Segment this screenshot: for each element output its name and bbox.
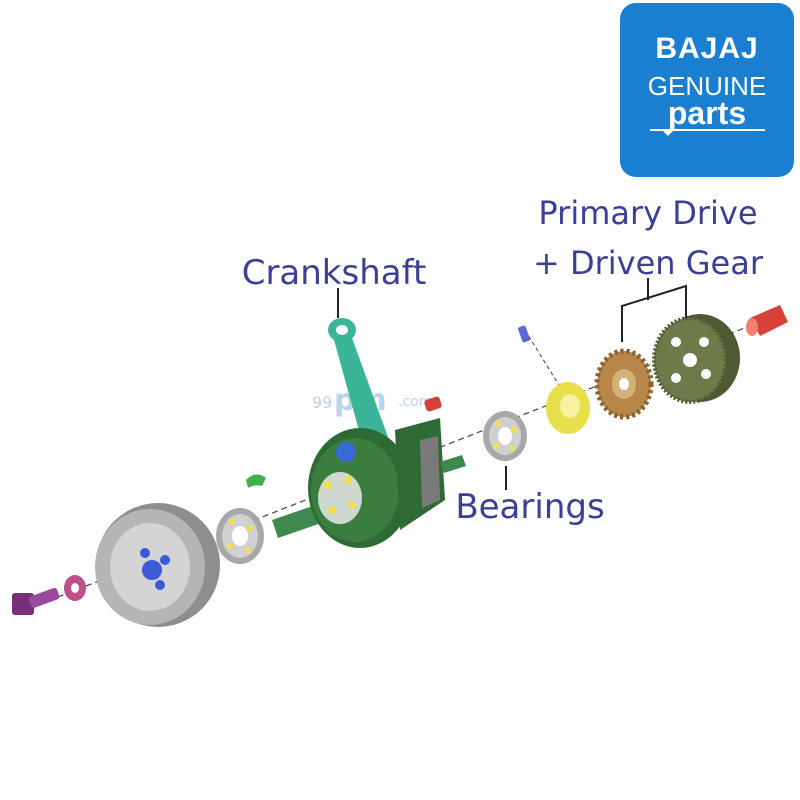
watermark-prefix: 99: [312, 393, 332, 412]
bajaj-genuine-parts-logo: BAJAJ GENUINE parts: [620, 3, 794, 177]
primary-drive-label-line1: Primary Drive: [538, 194, 757, 232]
left-bearing-part: [216, 508, 264, 564]
primary-drive-leader-line: [621, 284, 687, 342]
connecting-rod-part: [328, 318, 392, 456]
oil-plug-part: [424, 396, 442, 412]
pump-gear-part: [546, 382, 590, 434]
primary-drive-label-line2: + Driven Gear: [533, 244, 764, 282]
pin-axis: [524, 329, 566, 396]
logo-brand: BAJAJ: [655, 32, 758, 65]
watermark-suffix: .com: [398, 394, 432, 410]
driven-gear-part: [652, 314, 740, 404]
woodruff-key-part: [246, 474, 266, 488]
primary-drive-gear-part: [594, 348, 654, 420]
bearings-label: Bearings: [455, 487, 604, 527]
logo-line-genuine: GENUINE: [648, 71, 766, 101]
end-cap-part: [746, 305, 788, 336]
dowel-pin-part: [518, 325, 530, 343]
right-bearing-part: [483, 411, 527, 461]
washer-part: [64, 575, 86, 601]
crankshaft-label: Crankshaft: [242, 253, 427, 293]
bolt-part: [12, 587, 60, 615]
rotor-part: [95, 503, 220, 627]
crankshaft-part: [272, 418, 466, 548]
logo-line-parts: parts: [668, 95, 746, 131]
